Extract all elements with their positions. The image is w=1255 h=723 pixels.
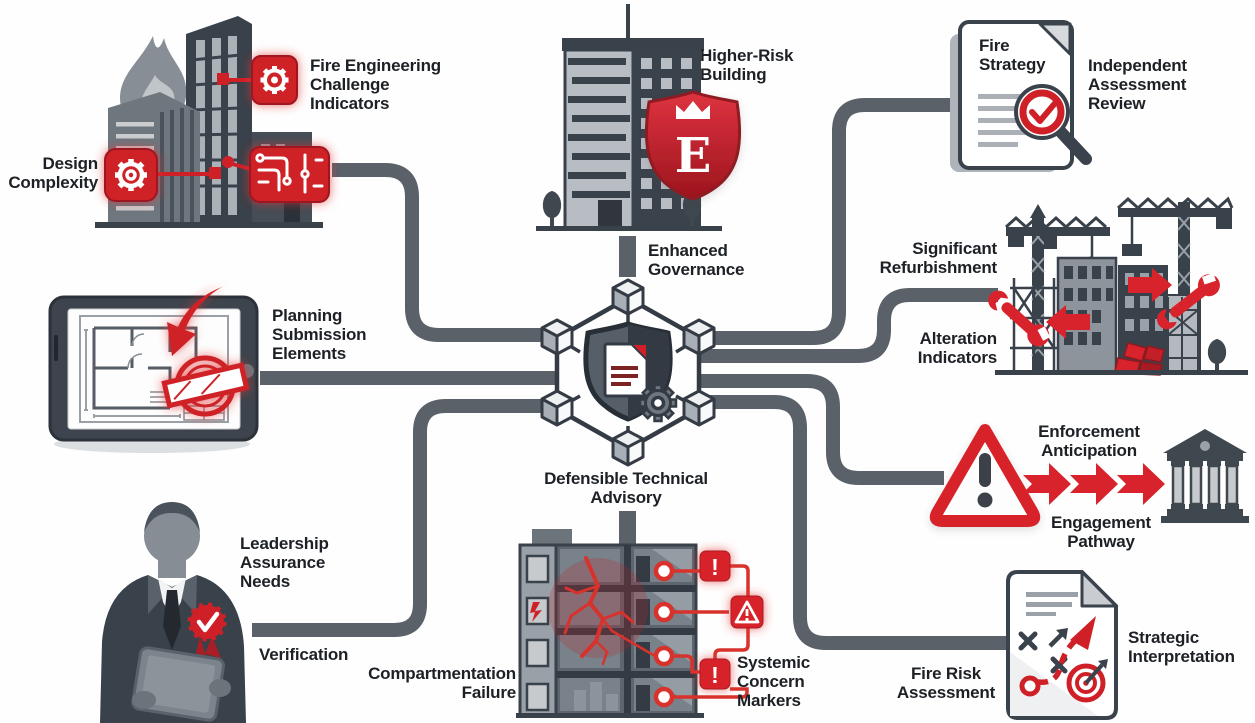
tablet-blueprint-icon [48,284,259,453]
label-leadership-assurance-needs: Leadership Assurance Needs [240,534,329,592]
label-significant-refurbishment: Significant Refurbishment [879,239,998,278]
label-alteration-indicators: Alteration Indicators [917,329,997,368]
label-enhanced-governance: Enhanced Governance [648,241,745,280]
shield-letter: E [675,128,712,184]
construction-site-icon [988,196,1248,376]
connector-governance-bar [619,236,636,277]
label-fire-engineering-challenge-indicators: Fire Engineering Challenge Indicators [310,56,441,114]
design-complexity-gear-icon [104,148,158,202]
tree-icon [1207,338,1227,372]
arrow-down-icon [167,284,228,356]
shield-document-icon [583,321,678,423]
alert-badge-icon: ! [699,658,731,690]
label-fire-risk-assessment: Fire Risk Assessment [896,664,996,703]
tree-icon [542,190,562,228]
red-arrows-icon [1023,463,1165,505]
label-compartmentation-failure: Compartmentation Failure [368,664,516,703]
stamp-icon [161,355,250,417]
magnifier-check-icon [1014,84,1092,165]
label-independent-assessment-review: Independent Assessment Review [1088,56,1187,114]
bank-icon [1161,429,1249,523]
warning-badge-icon [730,595,764,629]
label-engagement-pathway: Engagement Pathway [1050,513,1152,552]
warning-triangle-icon [929,424,1041,527]
businessman-icon [100,502,246,723]
circuit-badge-icon [249,146,330,203]
connector-hub-to-assessment [698,98,958,345]
connector-challenge-to-hub [332,163,556,342]
cracked-building-icon: ! ! [516,529,764,718]
gear-icon [638,383,678,423]
burning-building-icon [95,16,330,228]
label-verification: Verification [259,645,349,664]
connector-hub-to-refurbishment [698,288,998,363]
wrench-icon [988,290,1051,347]
arrow-right-icon [1128,268,1172,302]
dashed-path-arrow-icon [1019,616,1096,697]
svg-text:!: ! [711,662,719,688]
connector-hub-to-enforcement [698,374,944,485]
fire-strategy-document-icon [950,20,1092,172]
concern-marker-traces [672,564,750,699]
highrise-building-icon: E [536,4,741,231]
label-enforcement-anticipation: Enforcement Anticipation [1038,422,1140,461]
alert-badge-icon: ! [699,550,731,582]
strategy-document-icon [1006,570,1118,720]
shield-crown-icon: E [645,90,741,201]
target-icon [1066,659,1108,703]
label-strategic-interpretation: Strategic Interpretation [1128,628,1235,667]
connector-advisory-bar [619,511,636,544]
label-higher-risk-building: Higher-Risk Building [700,46,794,85]
connector-hub-to-firerisk [698,395,1006,650]
connector-leadership-to-hub [252,399,556,637]
wrench-icon [1156,273,1220,330]
check-icon [1029,99,1059,124]
hub-network-icon [540,278,716,467]
crack-icon [563,556,657,666]
label-systemic-concern-markers: Systemic Concern Markers [737,653,811,711]
label-planning-submission-elements: Planning Submission Elements [272,306,367,364]
svg-text:!: ! [711,554,719,580]
arrow-up-right-icon [1048,628,1068,648]
award-badge-icon [187,602,227,660]
gear-badge-icon [251,55,298,105]
label-design-complexity: Design Complexity [8,154,98,193]
check-icon [196,611,220,633]
arrow-left-icon [1046,305,1090,339]
label-fire-strategy-document-title: Fire Strategy [979,36,1046,75]
connector-lines [252,98,1006,650]
label-defensible-technical-advisory: Defensible Technical Advisory [544,469,708,508]
